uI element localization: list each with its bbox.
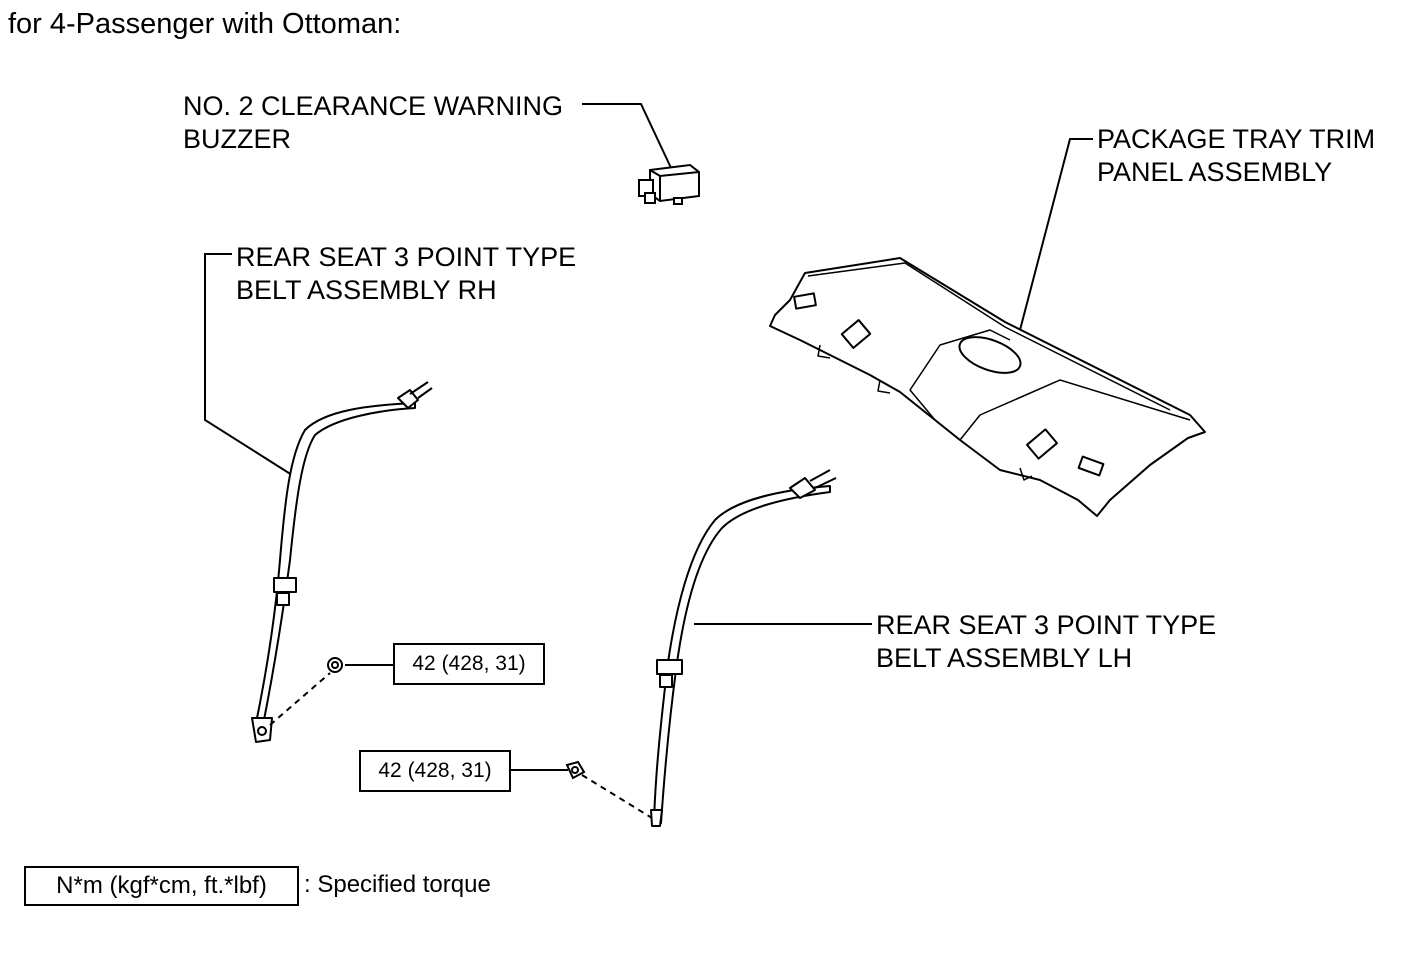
buzzer-label-line2: BUZZER	[183, 124, 291, 154]
bolt-rh	[327, 657, 343, 673]
torque-box-lh: 42 (428, 31)	[359, 750, 511, 792]
buzzer-label-line1: NO. 2 CLEARANCE WARNING	[183, 91, 564, 121]
bolt-lh	[565, 760, 586, 780]
belt-lh-part	[650, 469, 837, 827]
belt-lh-label-line1: REAR SEAT 3 POINT TYPE	[876, 610, 1217, 640]
tray-part	[769, 257, 1206, 517]
diagram-title: for 4-Passenger with Ottoman:	[8, 8, 402, 40]
tray-label-line2: PANEL ASSEMBLY	[1097, 157, 1333, 187]
buzzer-part	[638, 163, 700, 205]
belt-lh-label-line2: BELT ASSEMBLY LH	[876, 643, 1133, 673]
belt-rh-label-line1: REAR SEAT 3 POINT TYPE	[236, 242, 577, 272]
belt-rh-part	[251, 381, 433, 743]
legend-unit-box: N*m (kgf*cm, ft.*lbf)	[24, 866, 299, 906]
torque-box-rh: 42 (428, 31)	[393, 643, 545, 685]
belt-rh-label-line2: BELT ASSEMBLY RH	[236, 275, 497, 305]
legend-description: : Specified torque	[304, 871, 491, 898]
buzzer-leader	[582, 103, 673, 171]
tray-label-line1: PACKAGE TRAY TRIM	[1097, 124, 1376, 154]
tray-leader	[1019, 138, 1093, 331]
belt-rh-leader	[204, 253, 293, 476]
